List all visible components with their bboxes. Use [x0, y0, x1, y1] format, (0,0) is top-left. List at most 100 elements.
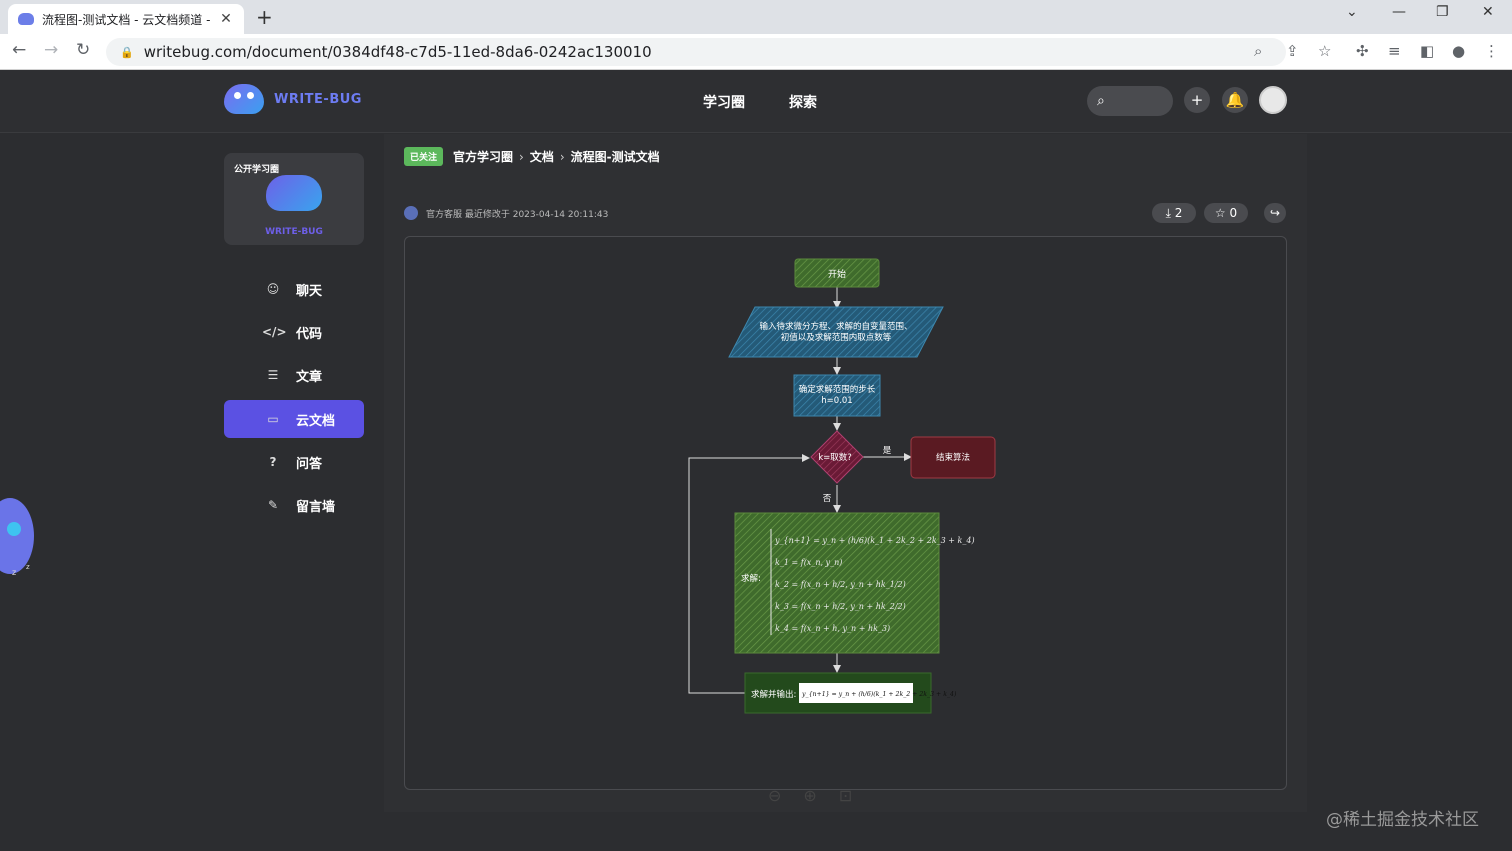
- flow-solve-node: [734, 512, 940, 654]
- breadcrumb-item[interactable]: 文档: [529, 150, 554, 164]
- flow-no-label: 否: [823, 494, 832, 504]
- flow-solve-formula: k_4 = f(x_n + h, y_n + hk_3): [775, 624, 890, 633]
- browser-tab[interactable]: 流程图-测试文档 - 云文档频道 - ✕: [8, 4, 244, 34]
- star-count: 0: [1229, 206, 1238, 220]
- fit-screen-icon[interactable]: ⊡: [838, 786, 853, 805]
- search-button[interactable]: ⌕: [1087, 86, 1173, 116]
- site-logo[interactable]: WRITE-BUG: [224, 84, 362, 114]
- back-icon[interactable]: ←: [12, 40, 27, 60]
- sidebar-item-article[interactable]: ☰ 文章: [224, 356, 364, 394]
- nav-study-circle[interactable]: 学习圈: [703, 95, 745, 111]
- flow-solve-label: 求解:: [741, 573, 761, 584]
- flowchart-diagram: 开始 输入待求微分方程、求解的自变量范围、 初值以及求解范围内取点数等 确定求解…: [688, 258, 996, 714]
- forward-icon[interactable]: →: [44, 40, 59, 60]
- flow-end-node: [910, 436, 996, 479]
- flow-step-node: [793, 374, 881, 417]
- chat-icon: ☺: [266, 282, 280, 296]
- browser-menu-icon[interactable]: ⋮: [1484, 42, 1499, 60]
- download-icon: ⤓: [1165, 205, 1171, 220]
- url-text: writebug.com/document/0384df48-c7d5-11ed…: [143, 43, 652, 61]
- flow-output-formula-box: [799, 683, 913, 703]
- watermark-text: @稀土掘金技术社区: [1326, 810, 1479, 830]
- browser-toolbar: ← → ↻ 🔒 writebug.com/document/0384df48-c…: [0, 34, 1512, 70]
- article-icon: ☰: [267, 368, 279, 382]
- question-icon: ?: [269, 455, 277, 469]
- author-avatar[interactable]: [404, 206, 418, 220]
- bookmark-star-icon[interactable]: ☆: [1318, 42, 1332, 60]
- flow-input-line1: 输入待求微分方程、求解的自变量范围、: [759, 321, 912, 332]
- brand-name: WRITE-BUG: [274, 91, 362, 107]
- flow-solve-formula: k_2 = f(x_n + h/2, y_n + hk_1/2): [775, 580, 906, 589]
- doc-meta: 官方客服 最近修改于 2023-04-14 20:11:43: [404, 206, 608, 220]
- tab-close-icon[interactable]: ✕: [220, 11, 232, 27]
- notifications-button[interactable]: 🔔: [1222, 87, 1248, 113]
- zoom-in-icon[interactable]: ⊕: [803, 786, 817, 805]
- reload-icon[interactable]: ↻: [76, 40, 91, 60]
- group-tag: 公开学习圈: [234, 165, 280, 175]
- document-panel: 已关注 官方学习圈 › 文档 › 流程图-测试文档 官方客服 最近修改于 202…: [384, 134, 1307, 812]
- breadcrumb: 已关注 官方学习圈 › 文档 › 流程图-测试文档: [404, 147, 660, 166]
- flow-solve-formula: y_{n+1} = y_n + (h/6)(k_1 + 2k_2 + 2k_3 …: [774, 536, 975, 545]
- star-button[interactable]: ☆ 0: [1204, 203, 1248, 223]
- flow-end-label: 结束算法: [936, 452, 970, 463]
- group-mascot-icon: [266, 175, 322, 211]
- follow-badge[interactable]: 已关注: [404, 147, 444, 166]
- sidebar-item-chat[interactable]: ☺ 聊天: [224, 270, 364, 308]
- code-icon: </>: [262, 325, 287, 339]
- sidebar-item-code[interactable]: </> 代码: [224, 313, 364, 351]
- folder-icon: ▭: [267, 412, 279, 426]
- share-icon[interactable]: ⇪: [1286, 42, 1299, 60]
- flow-yes-label: 是: [883, 446, 892, 456]
- sidebar-item-label: 留言墙: [296, 499, 336, 515]
- browser-tab-strip: 流程图-测试文档 - 云文档频道 - ✕ + ⌄ — ❐ ✕: [0, 0, 1512, 34]
- share-arrow-icon: ↪: [1269, 206, 1281, 220]
- page-footer-band: [0, 812, 1512, 851]
- download-button[interactable]: ⤓ 2: [1152, 203, 1196, 223]
- extensions-icon[interactable]: ✣: [1356, 42, 1369, 60]
- bug-mascot-icon: [224, 84, 264, 114]
- flow-input-node: [728, 306, 944, 358]
- create-button[interactable]: +: [1184, 87, 1210, 113]
- sidebar-item-message-wall[interactable]: ✎ 留言墙: [224, 486, 364, 524]
- reading-list-icon[interactable]: ≡: [1388, 42, 1401, 60]
- side-panel-icon[interactable]: ◧: [1420, 42, 1435, 60]
- zoom-toolbar: ⊖ ⊕ ⊡: [768, 786, 852, 805]
- window-close-icon[interactable]: ✕: [1482, 4, 1494, 20]
- flow-decision-label: k=取数?: [818, 452, 852, 463]
- site-favicon-icon: [18, 13, 34, 25]
- share-button[interactable]: ↪: [1264, 203, 1286, 223]
- sidebar-item-label: 聊天: [296, 283, 323, 299]
- download-count: 2: [1174, 206, 1183, 220]
- sidebar-item-cloud-docs[interactable]: ▭ 云文档: [224, 400, 364, 438]
- zoom-icon[interactable]: ⌕: [1254, 42, 1263, 60]
- restore-icon[interactable]: ❐: [1436, 4, 1449, 20]
- flow-output-formula: y_{n+1} = y_n + (h/6)(k_1 + 2k_2 + 2k_3 …: [801, 691, 957, 698]
- breadcrumb-item[interactable]: 官方学习圈: [453, 150, 514, 164]
- new-tab-icon[interactable]: +: [256, 5, 273, 29]
- flow-start-label: 开始: [828, 268, 846, 280]
- sidebar-item-qa[interactable]: ? 问答: [224, 443, 364, 481]
- tab-title: 流程图-测试文档 - 云文档频道 -: [42, 12, 211, 27]
- site-header: WRITE-BUG 学习圈 探索 ⌕ + 🔔: [0, 70, 1512, 133]
- profile-icon[interactable]: ●: [1452, 42, 1466, 60]
- sidebar-item-label: 云文档: [296, 413, 336, 429]
- flow-input-line2: 初值以及求解范围内取点数等: [781, 332, 892, 343]
- sidebar: 公开学习圈 WRITE-BUG ☺ 聊天 </> 代码 ☰ 文章 ▭ 云文档 ?…: [205, 134, 384, 812]
- flow-solve-formula: k_3 = f(x_n + h/2, y_n + hk_2/2): [775, 602, 906, 611]
- doc-meta-text: 官方客服 最近修改于 2023-04-14 20:11:43: [426, 209, 609, 220]
- flow-step-line2: h=0.01: [821, 396, 852, 406]
- svg-text:z: z: [12, 568, 16, 577]
- zoom-out-icon[interactable]: ⊖: [768, 786, 782, 805]
- address-bar[interactable]: 🔒 writebug.com/document/0384df48-c7d5-11…: [106, 38, 1286, 66]
- user-avatar[interactable]: [1259, 86, 1287, 114]
- sidebar-item-label: 文章: [296, 369, 323, 385]
- breadcrumb-chevron-icon: ›: [559, 149, 565, 164]
- nav-explore[interactable]: 探索: [789, 95, 817, 111]
- bell-icon: 🔔: [1225, 91, 1245, 109]
- minimize-icon[interactable]: —: [1392, 4, 1406, 20]
- group-card[interactable]: 公开学习圈 WRITE-BUG: [224, 153, 364, 245]
- tab-search-icon[interactable]: ⌄: [1346, 4, 1358, 20]
- breadcrumb-chevron-icon: ›: [519, 149, 524, 164]
- sidebar-item-label: 代码: [296, 326, 323, 342]
- floating-mascot-icon[interactable]: z z: [0, 493, 38, 579]
